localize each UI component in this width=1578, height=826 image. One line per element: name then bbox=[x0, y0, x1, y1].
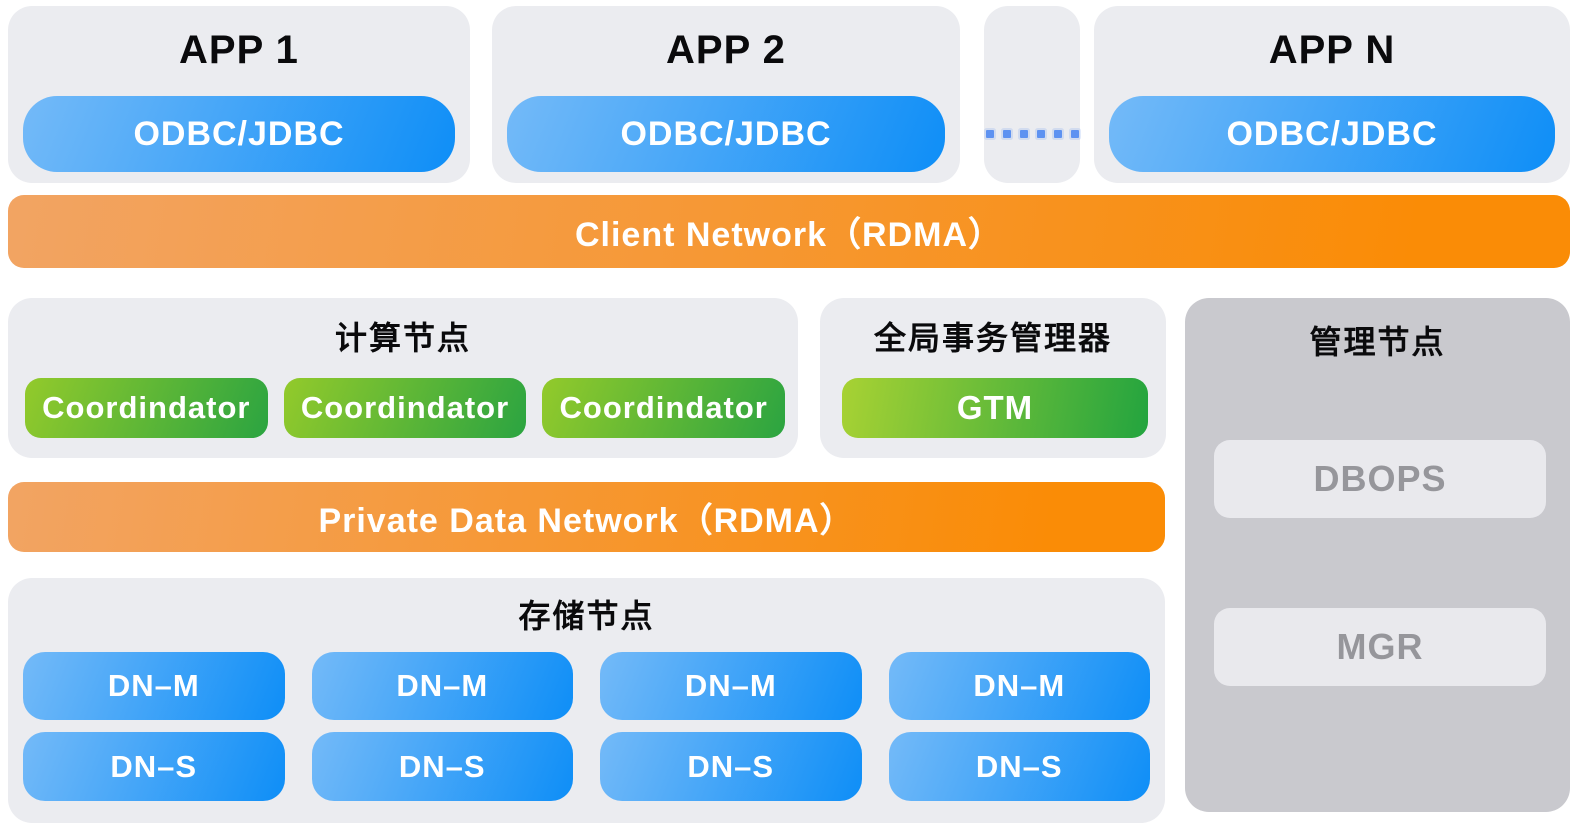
compute-node-panel: 计算节点 Coordindator Coordindator Coordinda… bbox=[8, 298, 798, 458]
management-node-title: 管理节点 bbox=[1309, 324, 1446, 360]
coordinator-node-2-label: Coordindator bbox=[300, 390, 510, 425]
app-n-title: APP N bbox=[1268, 28, 1396, 72]
ellipsis-dot bbox=[1002, 130, 1011, 138]
dn-standby-node-3-label: DN–S bbox=[687, 748, 775, 784]
app-1-odbc-jdbc-badge: ODBC/JDBC bbox=[23, 96, 455, 172]
dn-standby-node-2: DN–S bbox=[311, 732, 573, 801]
app-2-odbc-jdbc-label: ODBC/JDBC bbox=[620, 114, 832, 153]
dn-master-node-2: DN–M bbox=[311, 652, 573, 720]
management-node-panel: 管理节点 DBOPS MGR bbox=[1185, 298, 1570, 812]
coordinator-row: Coordindator Coordindator Coordindator bbox=[25, 378, 786, 438]
dn-master-node-1: DN–M bbox=[23, 652, 285, 720]
compute-node-title: 计算节点 bbox=[334, 320, 471, 356]
app-2-panel: APP 2 ODBC/JDBC bbox=[492, 6, 960, 183]
dn-standby-row: DN–S DN–S DN–S DN–S bbox=[23, 732, 1150, 801]
storage-node-panel: 存储节点 DN–M DN–M DN–M DN–M DN–S DN–S D bbox=[8, 578, 1165, 823]
coordinator-node-2: Coordindator bbox=[283, 378, 527, 438]
app-1-title: APP 1 bbox=[179, 28, 299, 72]
coordinator-node-3: Coordindator bbox=[542, 378, 786, 438]
dn-standby-node-2-label: DN–S bbox=[398, 748, 486, 784]
dn-master-row: DN–M DN–M DN–M DN–M bbox=[23, 652, 1150, 720]
mgr-node: MGR bbox=[1214, 608, 1546, 686]
dn-standby-node-3: DN–S bbox=[600, 732, 862, 801]
app-n-panel: APP N ODBC/JDBC bbox=[1094, 6, 1570, 183]
dbops-node: DBOPS bbox=[1214, 440, 1546, 518]
dn-master-node-4: DN–M bbox=[888, 652, 1150, 720]
private-data-network-bar: Private Data Network（RDMA） bbox=[8, 482, 1165, 552]
coordinator-node-3-label: Coordindator bbox=[559, 390, 768, 425]
app-1-panel: APP 1 ODBC/JDBC bbox=[8, 6, 470, 183]
dn-standby-node-4: DN–S bbox=[888, 732, 1150, 801]
ellipsis-dot bbox=[1036, 130, 1045, 138]
apps-ellipsis-panel bbox=[984, 6, 1080, 183]
dn-master-node-3: DN–M bbox=[600, 652, 862, 720]
dn-standby-node-1: DN–S bbox=[23, 732, 285, 801]
storage-node-title: 存储节点 bbox=[518, 598, 655, 634]
ellipsis-dot bbox=[1019, 130, 1028, 138]
dn-master-node-2-label: DN–M bbox=[396, 668, 489, 703]
ellipsis-dot bbox=[1070, 130, 1079, 138]
dbops-node-label: DBOPS bbox=[1313, 458, 1447, 499]
app-2-odbc-jdbc-badge: ODBC/JDBC bbox=[507, 96, 945, 172]
ellipsis-dot bbox=[985, 130, 994, 138]
dn-standby-node-1-label: DN–S bbox=[110, 748, 198, 784]
app-1-odbc-jdbc-label: ODBC/JDBC bbox=[133, 114, 345, 153]
ellipsis-dots-icon bbox=[984, 130, 1080, 138]
mgr-node-label: MGR bbox=[1336, 626, 1424, 667]
private-data-network-label: Private Data Network（RDMA） bbox=[318, 501, 855, 540]
dn-master-node-1-label: DN–M bbox=[107, 668, 200, 703]
dn-standby-node-4-label: DN–S bbox=[975, 748, 1063, 784]
gtm-panel-title: 全局事务管理器 bbox=[873, 320, 1112, 356]
app-2-title: APP 2 bbox=[666, 28, 786, 72]
ellipsis-dot bbox=[1053, 130, 1062, 138]
gtm-node-label: GTM bbox=[956, 389, 1034, 426]
dn-master-node-4-label: DN–M bbox=[973, 668, 1066, 703]
dn-master-node-3-label: DN–M bbox=[684, 668, 777, 703]
app-n-odbc-jdbc-badge: ODBC/JDBC bbox=[1109, 96, 1555, 172]
gtm-node: GTM bbox=[842, 378, 1148, 438]
coordinator-node-1: Coordindator bbox=[25, 378, 268, 438]
coordinator-node-1-label: Coordindator bbox=[42, 390, 251, 425]
app-n-odbc-jdbc-label: ODBC/JDBC bbox=[1226, 114, 1438, 153]
client-network-bar: Client Network（RDMA） bbox=[8, 195, 1570, 268]
client-network-label: Client Network（RDMA） bbox=[574, 216, 1004, 254]
gtm-panel: 全局事务管理器 GTM bbox=[820, 298, 1166, 458]
